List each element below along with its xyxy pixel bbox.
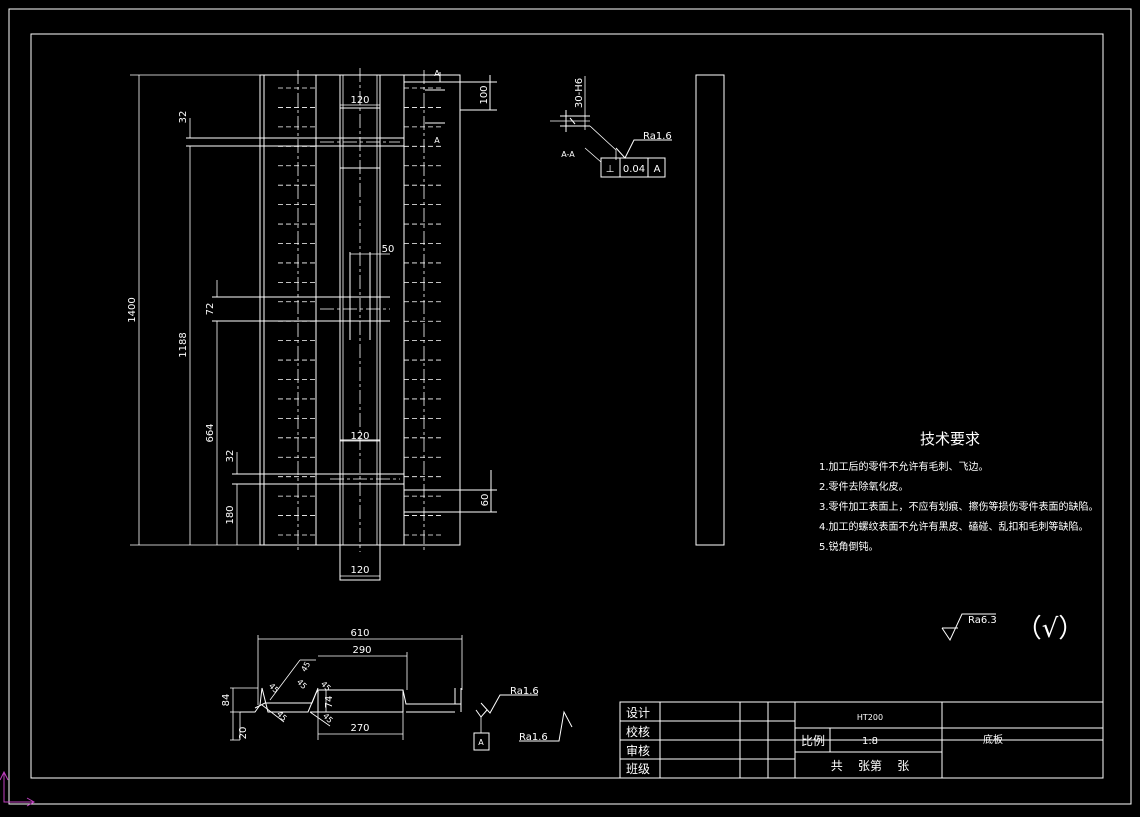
title-block: 设计 校核 审核 班级 HT200 比例 1:8 底板 共 张第 张 [619, 701, 1104, 779]
tech-req-item: 3.零件加工表面上，不应有划痕、擦伤等损伤零件表面的缺陷。 [819, 500, 1099, 513]
roughness-profile-1: Ra1.6 [510, 686, 539, 697]
side-view [695, 74, 725, 546]
section-mark-a-2: A [434, 136, 440, 145]
profile-view [230, 635, 573, 751]
tech-req-item: 5.锐角倒钝。 [819, 540, 879, 553]
tolerance-symbol: ⊥ [606, 164, 615, 175]
dim-1400: 1400 [127, 297, 138, 322]
tb-class: 班级 [626, 762, 650, 776]
dim-50: 50 [382, 244, 395, 255]
tb-sheet-info: 共 张第 张 [831, 759, 910, 773]
general-roughness-value: Ra6.3 [968, 615, 997, 626]
tech-req-item: 4.加工的螺纹表面不允许有黑皮、磕碰、乱扣和毛刺等缺陷。 [819, 520, 1089, 533]
roughness-symbol-icon [941, 613, 996, 642]
dim-84: 84 [221, 694, 232, 707]
tb-part-name: 底板 [983, 733, 1003, 746]
roughness-section: Ra1.6 [643, 131, 672, 142]
dim-32-top: 32 [178, 111, 189, 124]
ucs-axis-icon [0, 770, 36, 807]
technical-requirements: 技术要求 1.加工后的零件不允许有毛刺、飞边。 2.零件去除氧化皮。 3.零件加… [819, 430, 1099, 553]
tb-material: HT200 [857, 713, 883, 722]
section-view-text: 30-H6 A-A Ra1.6 ⊥ 0.04 A [561, 78, 672, 175]
tb-check: 校核 [626, 724, 650, 739]
tolerance-value: 0.04 [623, 164, 645, 175]
dim-664: 664 [205, 423, 216, 442]
dim-180: 180 [225, 505, 236, 524]
inner-border [30, 33, 1104, 779]
dim-32-bottom: 32 [225, 450, 236, 463]
dim-45-c: 45 [299, 660, 312, 673]
dim-120-bottom: 120 [350, 565, 369, 576]
dim-72: 72 [205, 303, 216, 316]
general-roughness-others: （√） [1016, 614, 1085, 644]
plan-view [130, 68, 497, 581]
profile-view-text: 610 290 270 84 20 74 45 45 45 45 45 45 R… [221, 628, 548, 747]
tech-req-item: 2.零件去除氧化皮。 [819, 480, 909, 493]
tolerance-datum: A [654, 164, 661, 175]
dim-610: 610 [350, 628, 369, 639]
general-roughness: Ra6.3 （√） [941, 613, 1085, 644]
dim-290: 290 [352, 645, 371, 656]
dim-20: 20 [238, 727, 249, 740]
section-view [550, 76, 672, 178]
tb-review: 审核 [626, 743, 650, 758]
section-mark-a-top: A [434, 69, 440, 78]
plan-view-dims: 1400 1188 664 180 32 72 32 120 50 120 12… [127, 69, 491, 576]
dim-120-lower: 120 [350, 431, 369, 442]
dim-270: 270 [350, 723, 369, 734]
dim-60: 60 [480, 494, 491, 507]
dim-100: 100 [479, 85, 490, 104]
roughness-profile-2: Ra1.6 [519, 732, 548, 743]
outer-border [8, 8, 1132, 805]
datum-label: A [478, 738, 484, 747]
tb-design: 设计 [626, 706, 650, 720]
section-label: A-A [561, 150, 575, 159]
tech-req-title: 技术要求 [920, 430, 980, 448]
dim-120-top: 120 [350, 95, 369, 106]
tech-req-item: 1.加工后的零件不允许有毛刺、飞边。 [819, 460, 989, 473]
tb-scale-label: 比例 [801, 734, 825, 748]
fit-dim: 30-H6 [574, 78, 585, 108]
dim-74: 74 [324, 696, 335, 709]
dim-1188: 1188 [178, 332, 189, 357]
tb-scale-value: 1:8 [862, 736, 878, 747]
